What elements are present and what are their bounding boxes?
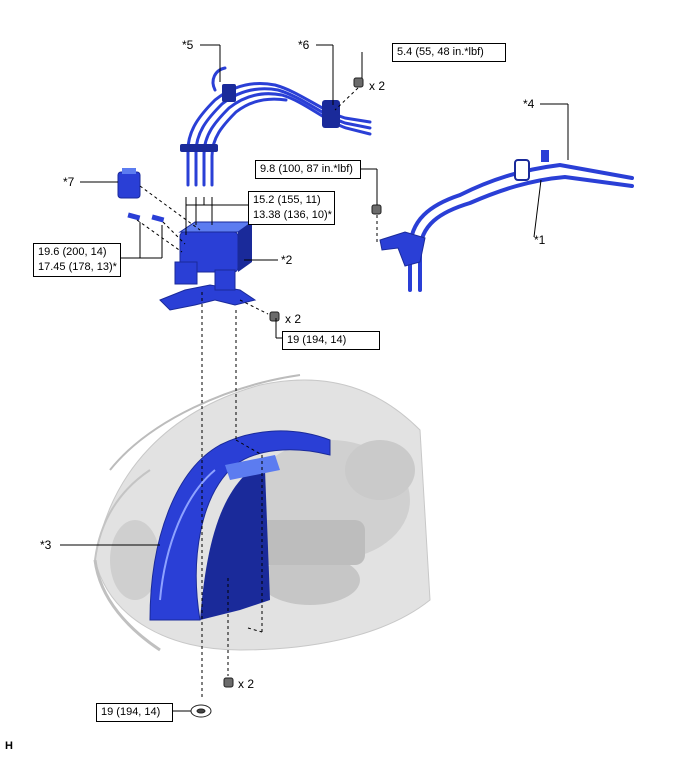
connector-part	[117, 168, 141, 199]
callout-1: *1	[534, 233, 546, 247]
torque-box-mount: 19 (194, 14)	[282, 331, 380, 350]
tube-clamps	[180, 84, 340, 152]
figure-code: H	[5, 740, 13, 752]
torque-box-lines: 15.2 (155, 11) 13.38 (136, 10)*	[248, 191, 335, 225]
quantity-mount: x 2	[285, 312, 302, 326]
quantity-top: x 2	[369, 79, 386, 93]
torque-box-bottom: 19 (194, 14)	[96, 703, 173, 722]
callout-6: *6	[298, 38, 310, 52]
fittings	[127, 212, 165, 223]
torque-lines-text-2: 13.38 (136, 10)*	[253, 209, 332, 221]
torque-lines-text-1: 15.2 (155, 11)	[253, 194, 321, 206]
leader-lines	[60, 44, 569, 712]
brake-lines-right	[408, 162, 634, 292]
torque-bottom-text: 19 (194, 14)	[101, 706, 161, 718]
quantity-bottom: x 2	[238, 677, 255, 691]
callout-5: *5	[182, 38, 194, 52]
callout-7: *7	[63, 175, 75, 189]
callout-4: *4	[523, 97, 535, 111]
torque-box-top: 5.4 (55, 48 in.*lbf)	[392, 43, 506, 62]
torque-left-text-1: 19.6 (200, 14)	[38, 246, 107, 258]
guide-lines	[136, 87, 378, 700]
callout-3: *3	[40, 538, 52, 552]
torque-left-text-2: 17.45 (178, 13)*	[38, 261, 117, 273]
torque-box-left: 19.6 (200, 14) 17.45 (178, 13)*	[33, 243, 121, 277]
torque-mount-text: 19 (194, 14)	[287, 334, 347, 346]
torque-bracket-text: 9.8 (100, 87 in.*lbf)	[260, 163, 353, 175]
torque-top-text: 5.4 (55, 48 in.*lbf)	[397, 46, 484, 58]
fender-liner	[149, 430, 331, 621]
torque-box-bracket: 9.8 (100, 87 in.*lbf)	[255, 160, 361, 179]
brake-line-bracket	[379, 150, 549, 267]
actuator-assembly	[159, 221, 257, 311]
bolts	[190, 77, 382, 718]
callout-2: *2	[281, 253, 293, 267]
